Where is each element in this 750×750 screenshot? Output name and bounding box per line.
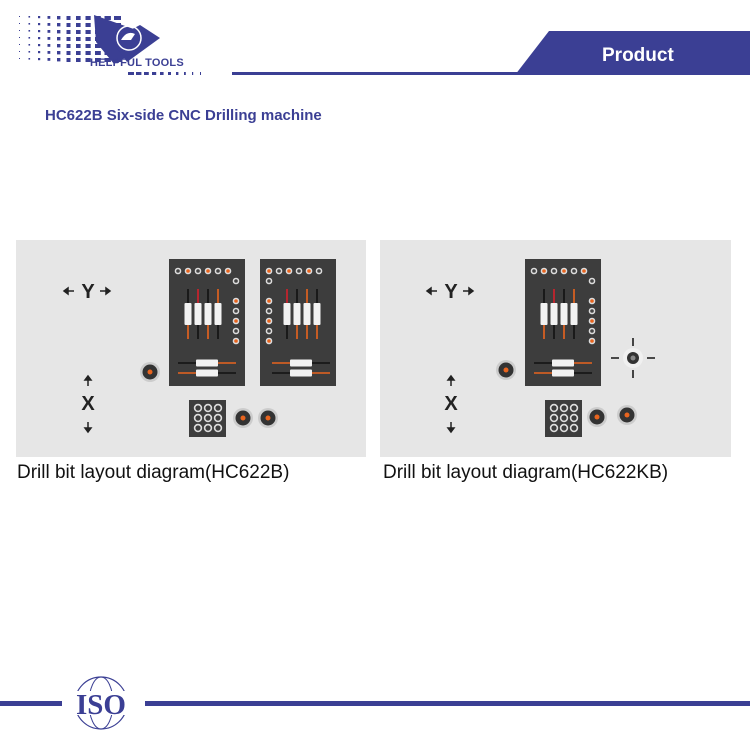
horizontal-spindle <box>196 369 218 377</box>
diagram-caption: Drill bit layout diagram(HC622B) <box>17 462 290 483</box>
drill-port <box>549 403 559 413</box>
axis-x-label: X <box>81 393 95 415</box>
vertical-spindle <box>204 303 212 325</box>
vertical-spindle <box>560 303 568 325</box>
header-rule <box>232 72 750 75</box>
x-arrows <box>446 374 456 434</box>
vertical-spindle <box>283 303 291 325</box>
drill-port <box>559 403 569 413</box>
iso-logo: ISO <box>68 676 134 730</box>
drill-port <box>203 423 213 433</box>
axis-x-label: X <box>444 393 458 415</box>
drill-port <box>203 413 213 423</box>
drill-head-block <box>260 259 336 386</box>
horizontal-spindle <box>290 359 312 367</box>
drill-port <box>203 403 213 413</box>
vertical-spindle <box>570 303 578 325</box>
x-arrows <box>83 374 93 434</box>
drill-port <box>193 413 203 423</box>
footer-rule <box>145 701 750 706</box>
drill-port <box>569 403 579 413</box>
drill-port <box>549 423 559 433</box>
vertical-spindle <box>313 303 321 325</box>
drill-port <box>213 423 223 433</box>
svg-text:ISO: ISO <box>76 689 126 721</box>
axis-y-label: Y <box>81 281 95 303</box>
drill-head-block <box>169 259 245 386</box>
vertical-spindle <box>303 303 311 325</box>
horizontal-spindle <box>196 359 218 367</box>
axis-y-label: Y <box>444 281 458 303</box>
drill-port <box>193 423 203 433</box>
drill-port <box>193 403 203 413</box>
vertical-spindle <box>550 303 558 325</box>
horizontal-spindle <box>552 359 574 367</box>
drill-port <box>213 403 223 413</box>
footer-rule <box>0 701 62 706</box>
y-arrows <box>62 286 112 296</box>
horizontal-spindle <box>552 369 574 377</box>
crosshair-sensor <box>611 338 655 378</box>
axis-arrows: YX <box>62 281 112 434</box>
helpful-tools-logo <box>19 15 201 75</box>
horizontal-spindle <box>290 369 312 377</box>
page-title: HC622B Six-side CNC Drilling machine <box>45 107 322 124</box>
vertical-spindle <box>540 303 548 325</box>
drill-port <box>213 413 223 423</box>
product-tab[interactable] <box>515 31 750 75</box>
vertical-spindle <box>214 303 222 325</box>
bottom-drill-grid <box>189 400 226 437</box>
drill-port <box>559 413 569 423</box>
drill-port <box>549 413 559 423</box>
vertical-spindle <box>194 303 202 325</box>
brand-name: HELPFUL TOOLS <box>90 57 184 69</box>
vertical-spindle <box>293 303 301 325</box>
product-tab-label[interactable]: Product <box>602 45 674 66</box>
diagram-caption: Drill bit layout diagram(HC622KB) <box>383 462 669 483</box>
vertical-spindle <box>184 303 192 325</box>
drill-port <box>569 413 579 423</box>
axis-arrows: YX <box>425 281 475 434</box>
drill-port <box>569 423 579 433</box>
y-arrows <box>425 286 475 296</box>
drill-port <box>559 423 569 433</box>
bottom-drill-grid <box>545 400 582 437</box>
drill-head-block <box>525 259 601 386</box>
